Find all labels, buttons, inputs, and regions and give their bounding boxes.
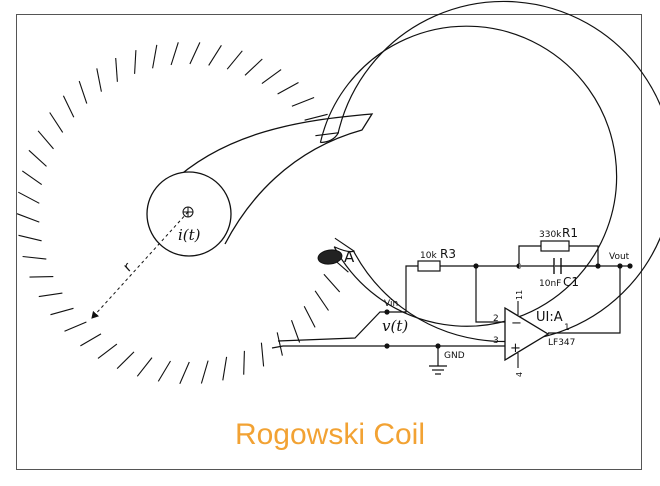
coil-turn — [170, 42, 179, 66]
coil-turn — [290, 320, 301, 343]
coil-turn — [18, 234, 42, 242]
opamp-minus: − — [511, 316, 522, 331]
coil-turn — [276, 332, 283, 356]
coil-turn — [314, 290, 329, 311]
coil-turn — [29, 276, 54, 278]
opamp-plus: + — [510, 341, 521, 356]
coil-turn — [96, 68, 102, 92]
rogowski-coil — [319, 0, 660, 343]
coil-turn — [62, 95, 75, 118]
coil-turn — [115, 57, 118, 82]
pin-noninv: 3 — [493, 336, 499, 346]
coil-turn — [179, 361, 190, 385]
r1-value: 330k — [539, 230, 562, 240]
coil-turn — [134, 50, 137, 74]
coil-turn — [200, 360, 209, 384]
ground-icon — [429, 346, 447, 375]
coil-turn — [222, 356, 228, 381]
coil-turn — [260, 342, 265, 367]
pin-vcc: 11 — [515, 290, 524, 300]
coil-turn — [136, 357, 153, 377]
coil-turn — [97, 343, 118, 359]
coil-turn — [80, 333, 102, 347]
pin-vee: 4 — [515, 372, 524, 377]
coil-end-cap-bottom — [333, 246, 354, 253]
coil-turn — [18, 191, 40, 204]
coil-turn — [37, 130, 54, 150]
vin-node — [384, 309, 390, 315]
pin-out: 1 — [564, 323, 570, 333]
opamp-name: UI:A — [536, 310, 563, 325]
gnd-node — [384, 343, 390, 349]
coil-lead-gnd — [271, 345, 505, 349]
capacitor-c1 — [553, 258, 562, 274]
c1-name: C1 — [563, 275, 579, 289]
current-label: i(t) — [178, 226, 201, 244]
coil-turn — [304, 113, 328, 121]
coil-turn — [323, 273, 341, 293]
gnd-label: GND — [444, 351, 465, 361]
coil-turn — [157, 360, 171, 382]
pin-inv: 2 — [493, 314, 499, 324]
coil-outer-edge — [337, 0, 660, 343]
coil-turn — [244, 58, 263, 76]
coil-turn — [152, 44, 158, 69]
coil-turn — [303, 305, 316, 328]
coil-turn — [49, 112, 64, 133]
coil-turn — [16, 213, 40, 223]
coil-turn — [334, 237, 355, 252]
coil-windings — [16, 42, 355, 385]
r3-value: 10k — [420, 251, 437, 261]
coil-turn — [22, 255, 47, 260]
vout-label: Vout — [609, 252, 630, 262]
coil-turn — [116, 351, 135, 369]
resistor-r3 — [417, 260, 441, 272]
coil-turn — [261, 69, 282, 85]
diagram-caption: Rogowski Coil — [234, 418, 426, 451]
conductor-cable — [169, 113, 374, 245]
conductor-cross-section — [146, 171, 232, 257]
coil-turn — [50, 307, 74, 316]
coil-cross-section — [317, 249, 343, 265]
r3-name: R3 — [440, 247, 456, 261]
diagram-frame — [16, 14, 642, 470]
coil-turn — [208, 45, 222, 66]
coil-turn — [315, 132, 340, 137]
resistor-r1 — [540, 240, 570, 252]
opamp-lf347 — [504, 306, 550, 362]
cross-section-label: A — [344, 248, 355, 266]
radius-label: r — [120, 259, 135, 275]
coil-turn — [243, 350, 245, 375]
r1-name: R1 — [562, 226, 578, 240]
coil-lead-vin — [277, 265, 418, 342]
coil-turn — [21, 170, 43, 186]
coil-end-cap-top — [320, 132, 339, 144]
coil-turn — [291, 96, 315, 107]
coil-turn — [28, 149, 47, 167]
coil-turn — [78, 80, 88, 104]
vin-label: Vin — [384, 299, 398, 309]
coil-turn — [226, 50, 243, 70]
coil-inner-edge — [319, 25, 618, 327]
voltage-label: v(t) — [382, 317, 408, 335]
coil-turn — [189, 42, 201, 65]
coil-turn — [38, 292, 63, 298]
coil-turn — [277, 82, 299, 95]
c1-value: 10nF — [539, 279, 561, 289]
coil-turn — [64, 321, 87, 332]
opamp-part: LF347 — [548, 338, 575, 348]
